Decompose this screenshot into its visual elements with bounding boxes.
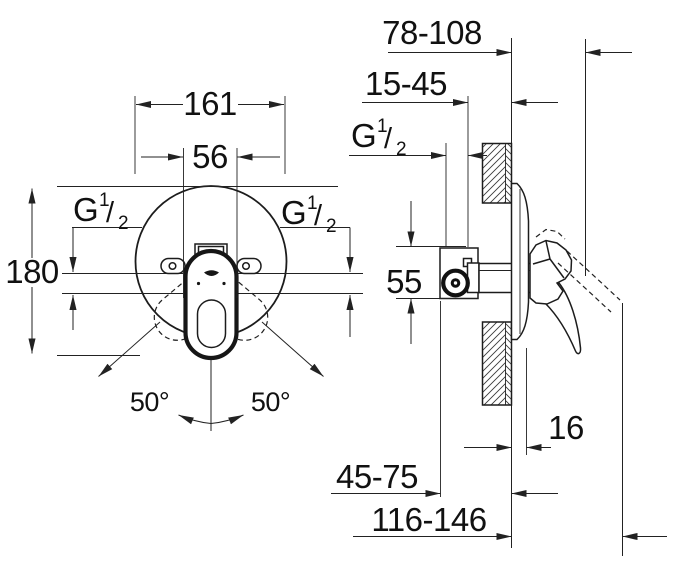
dimension-15-45: 15-45 bbox=[362, 65, 558, 247]
temperature-indicator bbox=[204, 270, 219, 276]
escutcheon-offset-label: 16 bbox=[548, 409, 584, 446]
thread-symbol: G bbox=[73, 191, 98, 228]
dimension-78-108: 78-108 bbox=[382, 14, 632, 57]
handle-raised-dashed bbox=[535, 228, 621, 313]
thread-label-side: G 1 / 2 bbox=[349, 116, 487, 247]
thread-numerator: 1 bbox=[99, 190, 109, 211]
inlet-centerlines bbox=[62, 273, 363, 294]
depth-range-label: 78-108 bbox=[382, 14, 482, 51]
thread-slash: / bbox=[314, 200, 323, 232]
mounting-lug-right bbox=[236, 257, 262, 275]
body-height-label: 55 bbox=[386, 263, 422, 300]
depth-min-range-label: 45-75 bbox=[336, 458, 418, 495]
dimension-45-75: 45-75 bbox=[331, 301, 558, 498]
side-view: 78-108 15-45 G 1 / 2 55 bbox=[331, 14, 667, 556]
handle-dot-left bbox=[196, 281, 201, 286]
depth-max-range-label: 116-146 bbox=[371, 501, 486, 538]
dimension-180: 180 bbox=[5, 188, 59, 354]
front-view: 161 56 180 G 1 / 2 G bbox=[5, 85, 363, 431]
thread-slash: / bbox=[384, 123, 393, 155]
thread-denominator: 2 bbox=[118, 213, 128, 234]
thread-label-front-right: G 1 / 2 bbox=[280, 193, 354, 337]
height-dimension-label: 180 bbox=[5, 253, 59, 290]
thread-symbol: G bbox=[351, 117, 376, 154]
escutcheon-side-profile bbox=[510, 182, 530, 341]
dimension-161: 161 bbox=[134, 85, 286, 174]
mounting-lug-left bbox=[160, 257, 186, 275]
wall-section-upper bbox=[481, 142, 513, 204]
thread-numerator: 1 bbox=[377, 116, 387, 137]
dimension-55: 55 bbox=[386, 201, 478, 344]
swing-angle-right-label: 50° bbox=[251, 387, 290, 417]
dimension-56: 56 bbox=[141, 138, 280, 175]
handle-knob-facets bbox=[532, 240, 565, 279]
wall-thickness-range-label: 15-45 bbox=[365, 65, 447, 102]
swing-angle-lines bbox=[98, 321, 324, 431]
dimension-116-146: 116-146 bbox=[353, 501, 667, 541]
handle-knob-side bbox=[529, 239, 573, 305]
swing-angle-left-label: 50° bbox=[130, 387, 169, 417]
thread-numerator: 1 bbox=[307, 193, 317, 214]
thread-denominator: 2 bbox=[326, 216, 336, 237]
thread-label-front-left: G 1 / 2 bbox=[69, 190, 142, 330]
handle-loop-opening bbox=[196, 299, 227, 349]
lever-handle-front bbox=[183, 248, 239, 361]
cartridge-width-dimension-label: 56 bbox=[192, 138, 228, 175]
thread-symbol: G bbox=[281, 194, 306, 231]
wall-section-lower bbox=[481, 321, 513, 406]
diameter-dimension-label: 161 bbox=[183, 85, 237, 122]
thread-denominator: 2 bbox=[396, 139, 406, 160]
handle-dot-right bbox=[222, 281, 226, 286]
thread-slash: / bbox=[106, 197, 115, 229]
dimension-16: 16 bbox=[464, 348, 584, 455]
